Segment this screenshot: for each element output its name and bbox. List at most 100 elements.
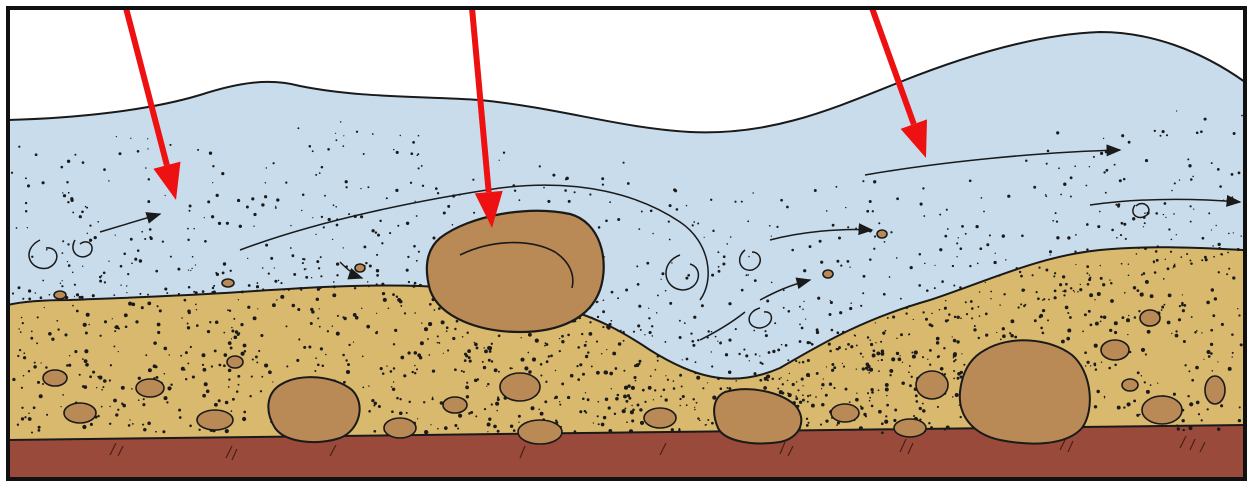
suspended-particle (748, 256, 749, 257)
sediment-grain-icon (155, 431, 157, 433)
sediment-grain-icon (178, 409, 181, 412)
suspended-particle (802, 309, 804, 311)
suspended-particle (1074, 165, 1076, 167)
suspended-particle (900, 298, 902, 300)
suspended-particle (1060, 194, 1062, 196)
suspended-particle (892, 315, 895, 318)
sediment-grain-icon (589, 332, 593, 336)
sediment-grain-icon (893, 419, 896, 422)
pebble (64, 403, 96, 423)
sediment-grain-icon (707, 382, 708, 383)
suspended-particle (717, 341, 718, 342)
suspended-particle (1166, 134, 1168, 136)
sediment-grain-icon (943, 347, 945, 349)
sediment-grain-icon (1210, 343, 1213, 346)
sediment-grain-icon (579, 410, 582, 413)
sediment-grain-icon (39, 394, 43, 398)
suspended-particle (305, 276, 308, 279)
suspended-particle (377, 234, 380, 237)
suspended-particle (769, 225, 771, 227)
sediment-grain-icon (720, 387, 723, 390)
sediment-grain-icon (878, 360, 879, 361)
sediment-grain-icon (667, 379, 669, 381)
sediment-grain-icon (1104, 397, 1105, 398)
sediment-grain-icon (419, 356, 422, 359)
sediment-grain-icon (548, 355, 550, 357)
sediment-grain-icon (138, 377, 141, 380)
suspended-particle (607, 326, 610, 329)
suspended-particle (1144, 222, 1146, 224)
suspended-particle (1138, 247, 1140, 249)
suspended-particle (452, 224, 454, 226)
sediment-grain-icon (310, 322, 313, 325)
sediment-grain-icon (1009, 332, 1011, 334)
sediment-grain-icon (414, 351, 418, 355)
suspended-particle (1189, 260, 1191, 262)
suspended-particle (274, 280, 277, 283)
suspended-particle (979, 291, 981, 293)
suspended-particle (1241, 235, 1242, 236)
sediment-grain-icon (345, 359, 347, 361)
suspended-particle (1153, 260, 1155, 262)
suspended-particle (1189, 205, 1191, 207)
sediment-grain-icon (930, 426, 933, 429)
sediment-grain-icon (1127, 402, 1131, 406)
sediment-grain-icon (483, 347, 485, 349)
suspended-particle (324, 195, 326, 197)
suspended-particle (771, 235, 772, 236)
suspended-particle (1155, 212, 1158, 215)
suspended-particle (664, 341, 666, 343)
suspended-particle (333, 204, 335, 206)
suspended-particle (397, 225, 399, 227)
sediment-grain-icon (113, 399, 117, 403)
sediment-grain-icon (454, 424, 457, 427)
sediment-grain-icon (555, 370, 556, 371)
sediment-grain-icon (673, 387, 676, 390)
pebble (136, 379, 164, 397)
suspended-particle (636, 265, 638, 267)
suspended-particle (1020, 275, 1023, 278)
sediment-grain-icon (871, 405, 874, 408)
suspended-particle (328, 218, 331, 221)
sediment-grain-icon (1194, 331, 1196, 333)
sediment-grain-icon (665, 398, 668, 401)
sediment-grain-icon (782, 383, 784, 385)
suspended-particle (288, 289, 290, 291)
suspended-particle (712, 230, 714, 232)
suspended-particle (923, 215, 925, 217)
sediment-grain-icon (634, 364, 637, 367)
suspended-particle (1062, 291, 1063, 292)
sediment-grain-icon (584, 344, 587, 347)
sediment-grain-icon (820, 424, 822, 426)
suspended-particle (622, 331, 624, 333)
suspended-particle (68, 192, 70, 194)
suspended-particle (356, 131, 358, 133)
suspended-particle (226, 222, 229, 225)
suspended-particle (697, 339, 699, 341)
sediment-grain-icon (38, 426, 41, 429)
sediment-grain-icon (142, 424, 144, 426)
suspended-particle (837, 348, 839, 350)
suspended-particle (743, 349, 745, 351)
sediment-grain-icon (826, 366, 827, 367)
sediment-grain-icon (255, 355, 258, 358)
suspended-particle (648, 317, 650, 319)
sediment-grain-icon (978, 337, 980, 339)
sediment-grain-icon (462, 336, 464, 338)
suspended-particle (1164, 202, 1167, 205)
sediment-grain-icon (624, 408, 626, 410)
sediment-grain-icon (727, 387, 729, 389)
sediment-grain-icon (251, 376, 253, 378)
sediment-grain-icon (228, 341, 232, 345)
suspended-particle (94, 236, 97, 239)
suspended-particle (302, 193, 305, 196)
sediment-grain-icon (629, 429, 633, 433)
sediment-grain-icon (260, 390, 262, 392)
sediment-grain-icon (929, 349, 932, 352)
sediment-grain-icon (296, 359, 299, 362)
sediment-grain-icon (33, 406, 36, 409)
suspended-particle (447, 205, 450, 208)
sediment-grain-icon (772, 378, 774, 380)
sediment-grain-icon (936, 337, 940, 341)
sediment-grain-icon (802, 399, 805, 402)
